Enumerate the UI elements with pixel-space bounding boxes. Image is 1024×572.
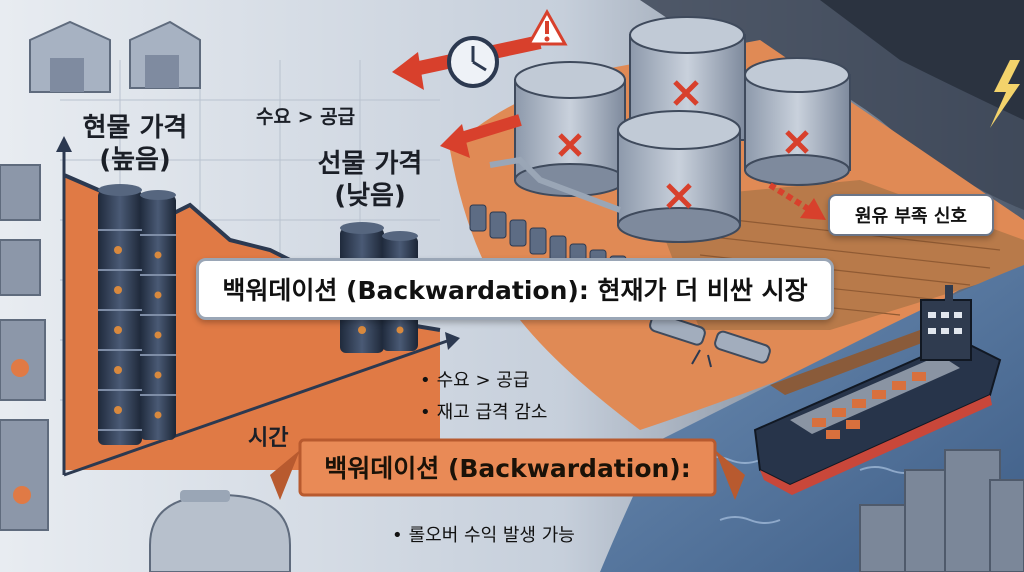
- demand-supply-top-label: 수요 > 공급: [256, 106, 356, 128]
- broken-pipe: [649, 312, 771, 368]
- chart-axes: [56, 136, 460, 477]
- time-axis-label: 시간: [248, 426, 289, 451]
- bullet-dot-icon: •: [392, 525, 403, 546]
- futures-price-note: (낮음): [334, 181, 406, 211]
- warning-icon: [526, 8, 568, 46]
- spot-price-note: (높음): [99, 145, 171, 175]
- bullet-rollover: •롤오버 수익 발생 가능: [392, 521, 575, 547]
- bullet-text: 롤오버 수익 발생 가능: [408, 525, 575, 546]
- lightning-icon: [990, 60, 1020, 128]
- bullet-dot-icon: •: [420, 402, 431, 423]
- main-banner: 백워데이션 (Backwardation): 현재가 더 비싼 시장: [196, 258, 834, 320]
- crude-shortage-text: 원유 부족 신호: [855, 206, 967, 227]
- futures-price-title: 선물 가격: [317, 149, 423, 179]
- clock-icon: [447, 36, 499, 88]
- spot-price-title: 현물 가격: [82, 113, 188, 143]
- bullet-dot-icon: •: [420, 370, 431, 391]
- bullet-demand-supply: •수요 > 공급: [420, 366, 529, 392]
- city-buildings: [859, 449, 1024, 572]
- warehouse-buildings: [0, 20, 201, 531]
- ribbon-title: 백워데이션 (Backwardation):: [324, 454, 691, 483]
- oil-tanker-ship: [753, 285, 1002, 495]
- spot-barrel-stack: [98, 184, 176, 445]
- ribbon-shape: [270, 438, 745, 500]
- bullet-text: 수요 > 공급: [436, 370, 530, 391]
- bottom-tank: [149, 490, 291, 572]
- bullet-text: 재고 급격 감소: [436, 402, 548, 423]
- crude-shortage-badge: 원유 부족 신호: [828, 194, 994, 236]
- bullet-inventory-drop: •재고 급격 감소: [420, 398, 547, 424]
- main-banner-text: 백워데이션 (Backwardation): 현재가 더 비싼 시장: [222, 276, 808, 305]
- spot-price-label: 현물 가격 (높음): [70, 112, 200, 176]
- futures-price-label: 선물 가격 (낮음): [300, 148, 440, 212]
